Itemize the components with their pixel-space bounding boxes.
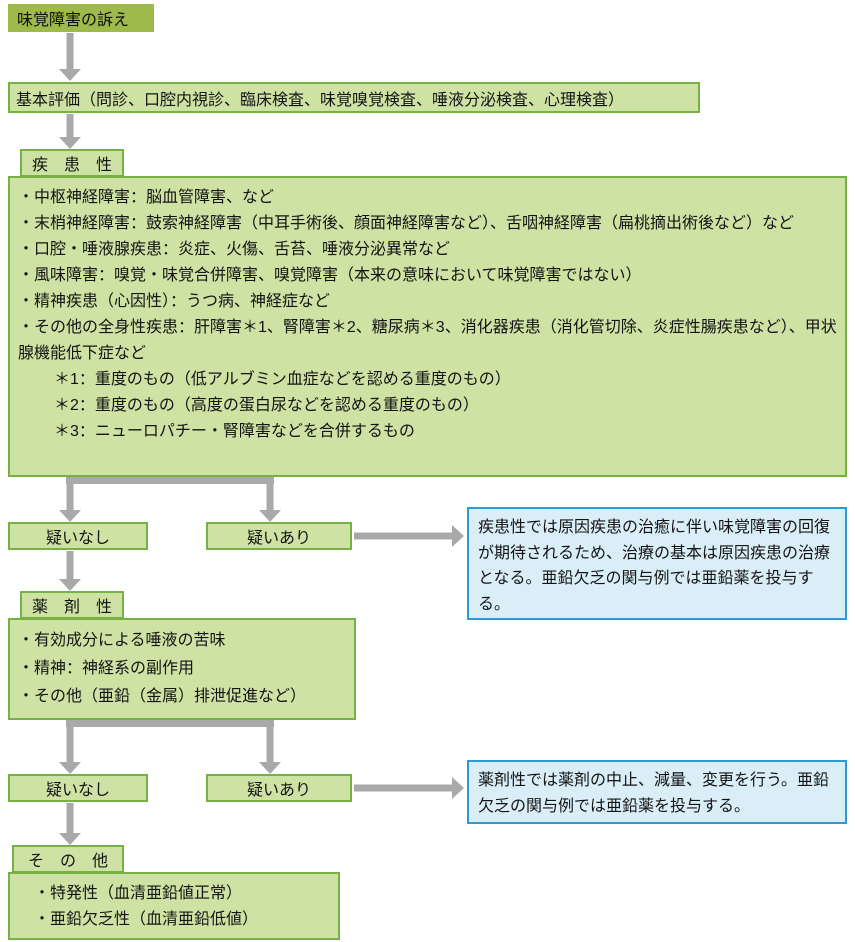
- arrow-shaft: [66, 33, 74, 70]
- arrow-shaft: [66, 551, 74, 580]
- arrow-head: [59, 762, 81, 774]
- decision2-yes-box: 疑いあり: [206, 774, 352, 802]
- disease-item: ・風味障害：嗅覚・味覚合併障害、嗅覚障害（本来の意味において味覚障害ではない）: [18, 267, 642, 284]
- disease-footnote: ＊2：重度のもの（高度の蛋白尿などを認める重度のもの）: [54, 397, 479, 414]
- arrow-shaft: [66, 720, 74, 763]
- other-content-box: ・特発性（血清亜鉛値正常） ・亜鉛欠乏性（血清亜鉛低値）: [8, 872, 340, 940]
- arrow-down-icon: [59, 803, 81, 845]
- disease-label-box: 疾 患 性: [20, 149, 124, 177]
- disease-footnote: ＊1：重度のもの（低アルブミン血症などを認める重度のもの）: [54, 371, 511, 388]
- arrow-head: [259, 510, 281, 522]
- arrow-head: [59, 833, 81, 845]
- drug-item: ・その他（亜鉛（金属）排泄促進など）: [18, 688, 307, 705]
- arrow-head: [452, 525, 464, 547]
- other-item: ・特発性（血清亜鉛値正常）: [34, 885, 243, 902]
- disease-item: ・その他の全身性疾患：肝障害＊1、腎障害＊2、糖尿病＊3、消化器疾患（消化管切除…: [18, 319, 837, 362]
- arrow-head: [59, 69, 81, 81]
- arrow-head: [59, 510, 81, 522]
- disease-footnote: ＊3：ニューロパチー・腎障害などを合併するもの: [54, 423, 415, 440]
- arrow-head: [59, 579, 81, 591]
- arrow-shaft: [66, 803, 74, 834]
- arrow-right-icon: [354, 525, 464, 547]
- arrow-shaft: [66, 114, 74, 138]
- complaint-box: 味覚障害の訴え: [8, 4, 154, 32]
- arrow-shaft: [354, 784, 453, 792]
- arrow-down-icon: [259, 720, 281, 774]
- drug-item: ・精神：神経系の副作用: [18, 660, 195, 677]
- disease-treatment-note: 疾患性では原因疾患の治癒に伴い味覚障害の回復が期待されるため、治療の基本は原因疾…: [467, 507, 847, 620]
- other-label-box: そ の 他: [12, 845, 124, 873]
- drug-label-box: 薬 剤 性: [20, 591, 124, 619]
- arrow-shaft: [66, 477, 74, 511]
- drug-treatment-note: 薬剤性では薬剤の中止、減量、変更を行う。亜鉛欠乏の関与例では亜鉛薬を投与する。: [467, 760, 847, 824]
- arrow-down-icon: [259, 477, 281, 522]
- decision1-yes-box: 疑いあり: [206, 522, 352, 550]
- arrow-shaft: [266, 477, 274, 511]
- disease-item: ・精神疾患（心因性）：うつ病、神経症など: [18, 293, 331, 310]
- split-connector: [66, 477, 274, 484]
- drug-content-box: ・有効成分による唾液の苦味 ・精神：神経系の副作用 ・その他（亜鉛（金属）排泄促…: [8, 618, 356, 720]
- arrow-down-icon: [59, 551, 81, 591]
- other-item: ・亜鉛欠乏性（血清亜鉛低値）: [34, 911, 259, 928]
- disease-item: ・口腔・唾液腺疾患：炎症、火傷、舌苔、唾液分泌異常など: [18, 241, 451, 258]
- decision2-no-box: 疑いなし: [8, 774, 148, 802]
- arrow-shaft: [266, 720, 274, 763]
- arrow-down-icon: [59, 477, 81, 522]
- disease-item: ・中枢神経障害：脳血管障害、など: [18, 189, 275, 206]
- arrow-head: [259, 762, 281, 774]
- disease-item: ・末梢神経障害：鼓索神経障害（中耳手術後、顔面神経障害など）、舌咽神経障害（扁桃…: [18, 215, 795, 232]
- split-connector: [66, 720, 274, 727]
- drug-item: ・有効成分による唾液の苦味: [18, 632, 226, 649]
- arrow-head: [452, 777, 464, 799]
- decision1-no-box: 疑いなし: [8, 522, 148, 550]
- arrow-shaft: [354, 532, 453, 540]
- arrow-down-icon: [59, 114, 81, 149]
- arrow-head: [59, 137, 81, 149]
- arrow-right-icon: [354, 777, 464, 799]
- arrow-down-icon: [59, 33, 81, 81]
- arrow-down-icon: [59, 720, 81, 774]
- basic-evaluation-box: 基本評価（問診、口腔内視診、臨床検査、味覚嗅覚検査、唾液分泌検査、心理検査）: [8, 82, 700, 113]
- disease-content-box: ・中枢神経障害：脳血管障害、など ・末梢神経障害：鼓索神経障害（中耳手術後、顔面…: [8, 176, 847, 477]
